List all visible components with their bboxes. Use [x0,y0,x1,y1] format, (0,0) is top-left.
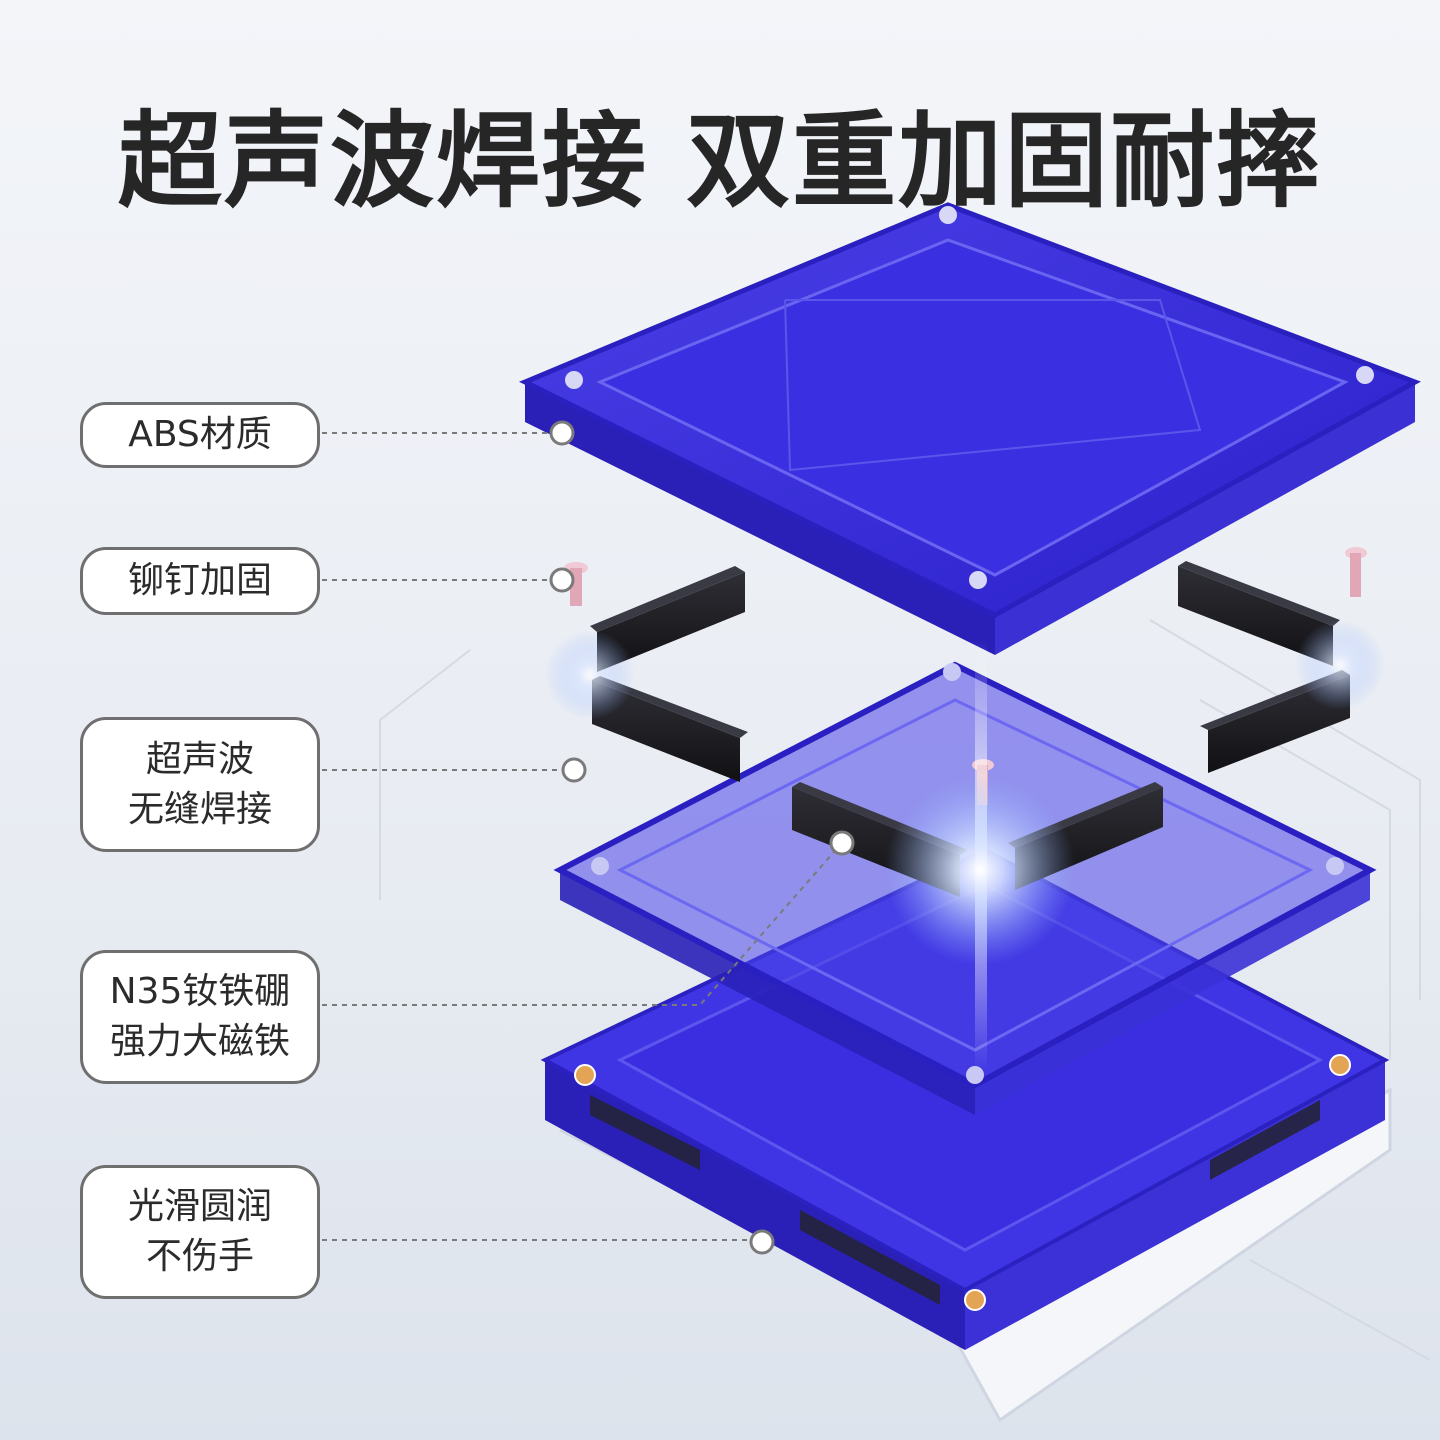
bottom-tile-rivet [574,1064,596,1086]
leader-lines [322,432,841,1241]
middle-tile-inner [616,698,1314,1052]
leader-dot-magnet [829,830,855,856]
callout-abs-material: ABS材质 [80,402,320,468]
callout-rivet-reinforcement: 铆钉加固 [80,547,320,615]
leader-dot-smooth [749,1229,775,1255]
leader-dots [549,420,855,1255]
middle-tile-rivet-hole [1326,857,1344,875]
bottom-tile-embedded-magnets [590,1095,1320,1305]
callout-abs-line-1: ABS材质 [128,414,272,455]
callout-ultrasonic-line-2: 无缝焊接 [127,788,272,830]
top-tile-rivet-hole [969,571,987,589]
top-tile-side-right [995,382,1415,655]
top-tile-rivet-hole [939,206,957,224]
leader-dot-rivet [549,567,575,593]
leader-dot-ultrasonic [561,757,587,783]
bottom-tile-rivet [1329,1054,1351,1076]
middle-tile-side-right [975,870,1370,1115]
callout-smooth-line-2: 不伤手 [145,1236,254,1277]
middle-tile-rivet-hole [943,663,961,681]
callout-smooth-rounded: 光滑圆润 不伤手 [80,1165,320,1299]
top-tile-tangram-line [784,299,1202,472]
callout-magnet-line-2: 强力大磁铁 [109,1021,290,1062]
leader-dot-abs [549,420,575,446]
headline: 超声波焊接 双重加固耐摔 [117,100,1323,222]
light-flare [545,620,1385,1070]
bottom-tile-rivet [964,1289,986,1311]
callout-ultrasonic-line-1: 超声波 [145,738,254,780]
top-tile-inner [596,238,1349,577]
callout-neodymium-magnet: N35钕铁硼 强力大磁铁 [80,950,320,1084]
middle-tile-side-left [560,870,975,1115]
callout-ultrasonic-welding: 超声波 无缝焊接 [80,717,320,852]
top-tile-rivet-hole [1356,366,1374,384]
top-tile-side-left [525,382,995,655]
magnet-right-upper [1178,561,1340,666]
callout-rivet-line-1: 铆钉加固 [127,560,272,601]
magnet-left-upper [590,566,745,672]
top-tile [518,202,1421,655]
callout-magnet-line-1: N35钕铁硼 [109,971,291,1012]
top-tile-rivet-hole [565,371,583,389]
middle-tile-rivet-hole [966,1066,984,1084]
middle-tile-rivet-hole [591,857,609,875]
callout-smooth-line-1: 光滑圆润 [127,1186,272,1227]
rivet-right [1345,547,1367,597]
